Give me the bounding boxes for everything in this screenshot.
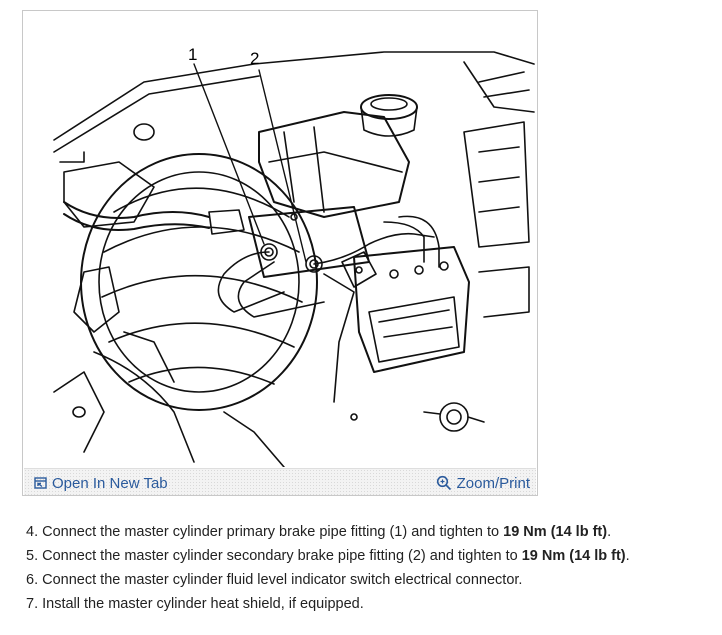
torque-spec: 19 Nm (14 lb ft)	[503, 524, 608, 540]
step-number: 7.	[26, 596, 39, 612]
step-tail: .	[625, 548, 630, 564]
step-item: 4. Connect the master cylinder primary b…	[26, 520, 716, 544]
zoom-print-link[interactable]: Zoom/Print	[436, 473, 530, 493]
step-text: Connect the master cylinder fluid level …	[42, 572, 523, 588]
procedure-steps: 4. Connect the master cylinder primary b…	[26, 520, 716, 616]
step-text: Connect the master cylinder secondary br…	[42, 548, 522, 564]
open-tab-icon	[34, 477, 47, 489]
step-item: 6. Connect the master cylinder fluid lev…	[26, 568, 716, 592]
step-number: 4.	[26, 524, 39, 540]
torque-spec: 19 Nm (14 lb ft)	[521, 548, 626, 564]
zoom-icon	[436, 475, 451, 491]
callout-1: 1	[188, 45, 197, 64]
step-number: 5.	[26, 548, 39, 564]
step-tail: .	[607, 524, 612, 540]
brake-master-cylinder-diagram: 1 2	[24, 12, 536, 467]
figure-frame: 1 2 Open In New Tab Zoom/Print	[22, 10, 538, 496]
zoom-print-label: Zoom/Print	[456, 474, 530, 492]
step-item: 5. Connect the master cylinder secondary…	[26, 544, 716, 568]
open-in-new-tab-label: Open In New Tab	[52, 474, 168, 492]
callout-2: 2	[250, 49, 259, 68]
open-in-new-tab-link[interactable]: Open In New Tab	[34, 473, 168, 493]
step-item: 7. Install the master cylinder heat shie…	[26, 592, 716, 616]
figure-toolbar: Open In New Tab Zoom/Print	[24, 468, 536, 495]
step-text: Connect the master cylinder primary brak…	[42, 524, 504, 540]
step-number: 6.	[26, 572, 39, 588]
step-text: Install the master cylinder heat shield,…	[42, 596, 364, 612]
